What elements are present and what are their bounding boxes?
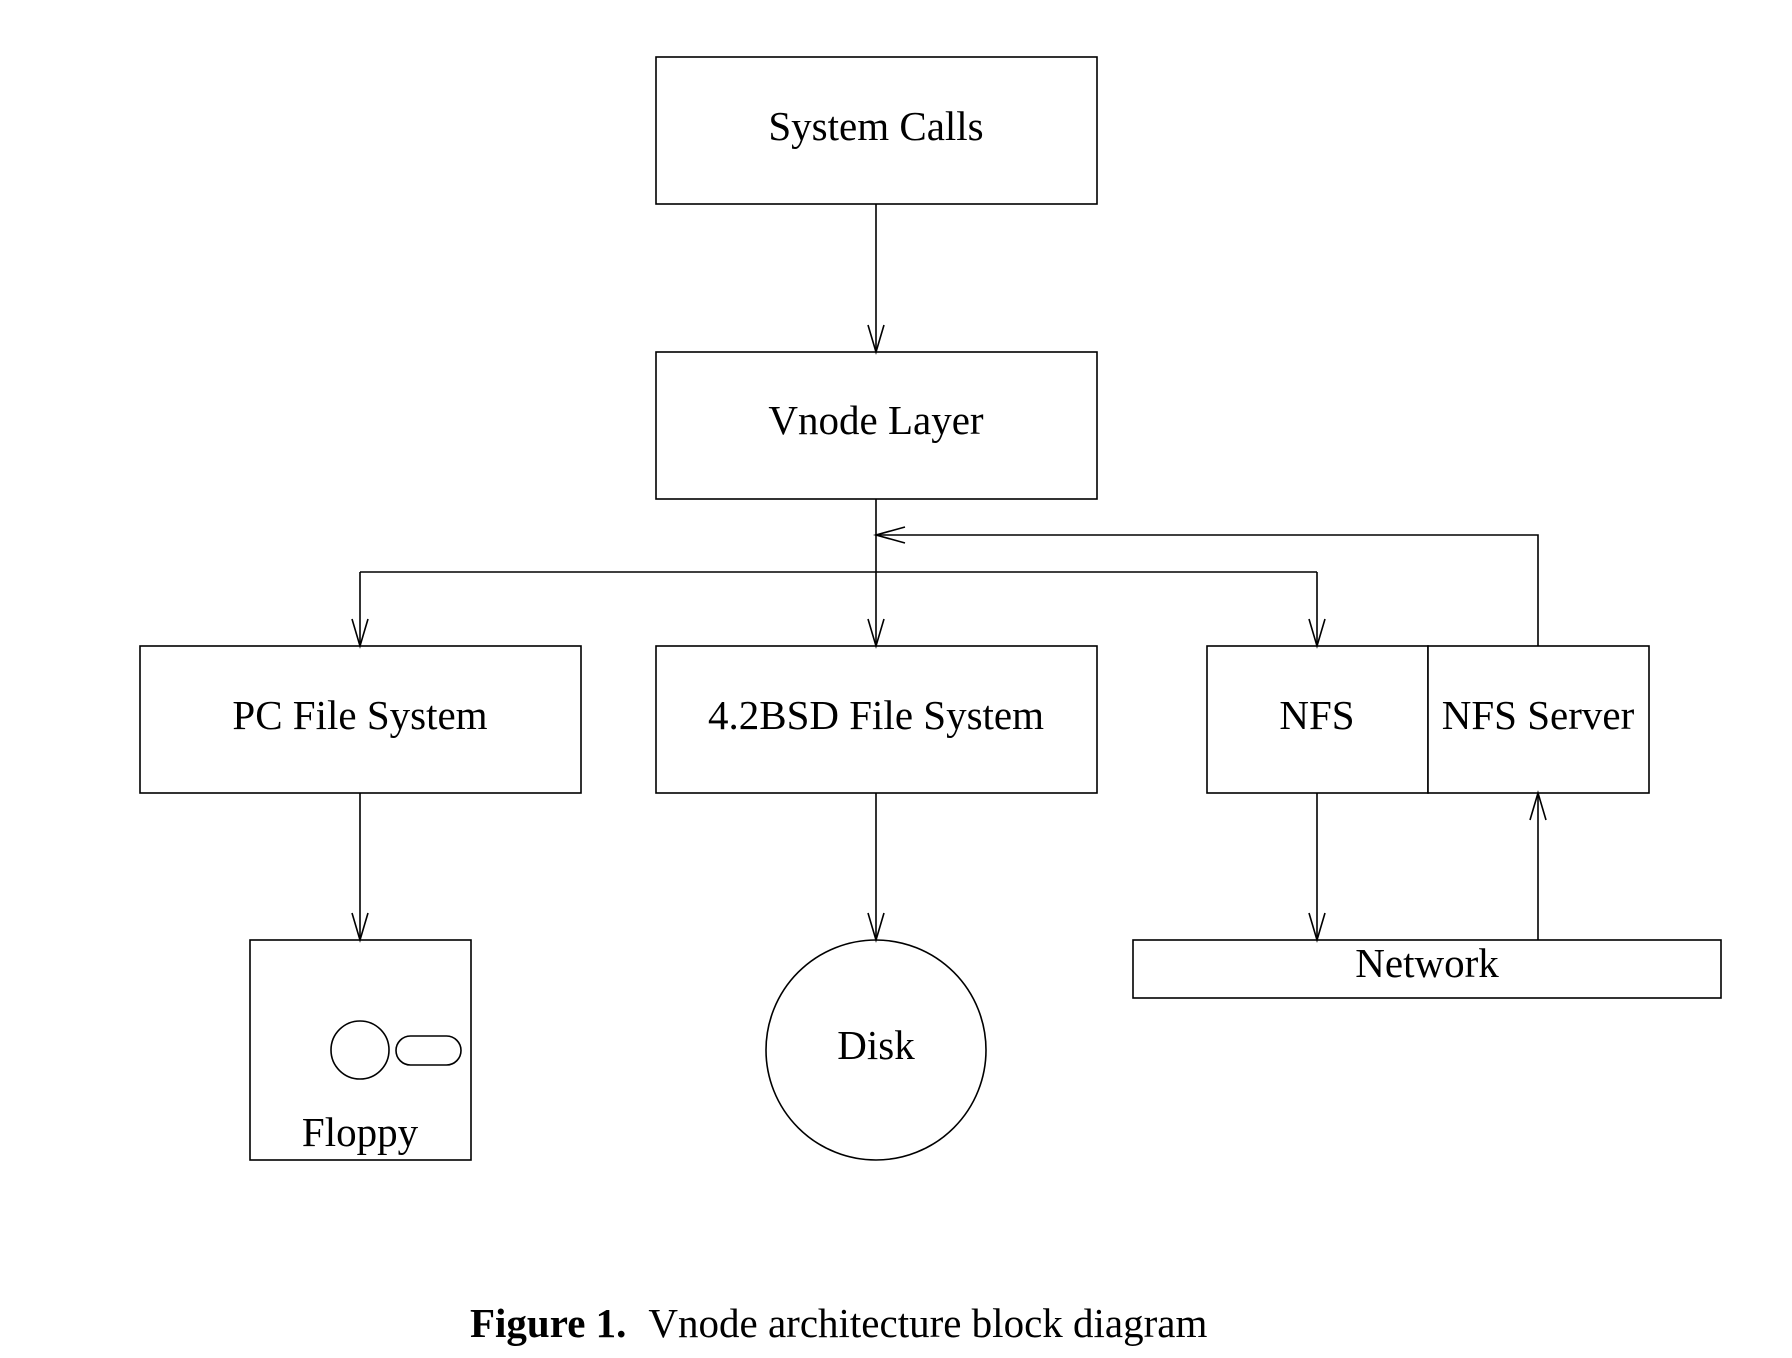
disk-node: Disk: [765, 939, 987, 1161]
nfs-label: NFS: [1279, 692, 1354, 738]
disk-label: Disk: [837, 1022, 915, 1068]
arrowhead: [351, 618, 369, 649]
bsd-file-system-node: 4.2BSD File System: [655, 645, 1098, 794]
nfs-node: NFS: [1206, 645, 1429, 794]
pc-file-system-label: PC File System: [232, 692, 487, 738]
floppy-slot-icon: [395, 1035, 462, 1066]
system-calls-label: System Calls: [768, 103, 983, 149]
pc-file-system-node: PC File System: [139, 645, 582, 794]
edge-nfsserver-vnode: [876, 534, 1539, 646]
vnode-layer-label: Vnode Layer: [768, 397, 983, 443]
arrowhead: [867, 324, 885, 355]
arrowhead: [351, 912, 369, 943]
arrowhead: [1308, 618, 1326, 649]
nfs-server-label: NFS Server: [1442, 692, 1635, 738]
figure-caption: Figure 1. Vnode architecture block diagra…: [470, 1300, 1207, 1346]
floppy-hub-icon: [330, 1020, 390, 1080]
arrowhead: [1308, 912, 1326, 943]
arrowhead: [867, 912, 885, 943]
figure-caption-text: Vnode architecture block diagram: [648, 1300, 1207, 1346]
bsd-file-system-label: 4.2BSD File System: [708, 692, 1044, 738]
arrowhead: [867, 618, 885, 649]
network-label: Network: [1355, 940, 1499, 986]
floppy-node: Floppy: [249, 939, 472, 1161]
nfs-server-node: NFS Server: [1427, 645, 1650, 794]
network-node: Network: [1132, 939, 1722, 999]
connectors: [351, 204, 1547, 943]
arrowhead: [1529, 790, 1547, 821]
vnode-layer-node: Vnode Layer: [655, 351, 1098, 500]
figure-caption-label: Figure 1.: [470, 1300, 626, 1346]
arrowhead: [872, 526, 906, 544]
floppy-label: Floppy: [302, 1109, 419, 1155]
system-calls-node: System Calls: [655, 56, 1098, 205]
